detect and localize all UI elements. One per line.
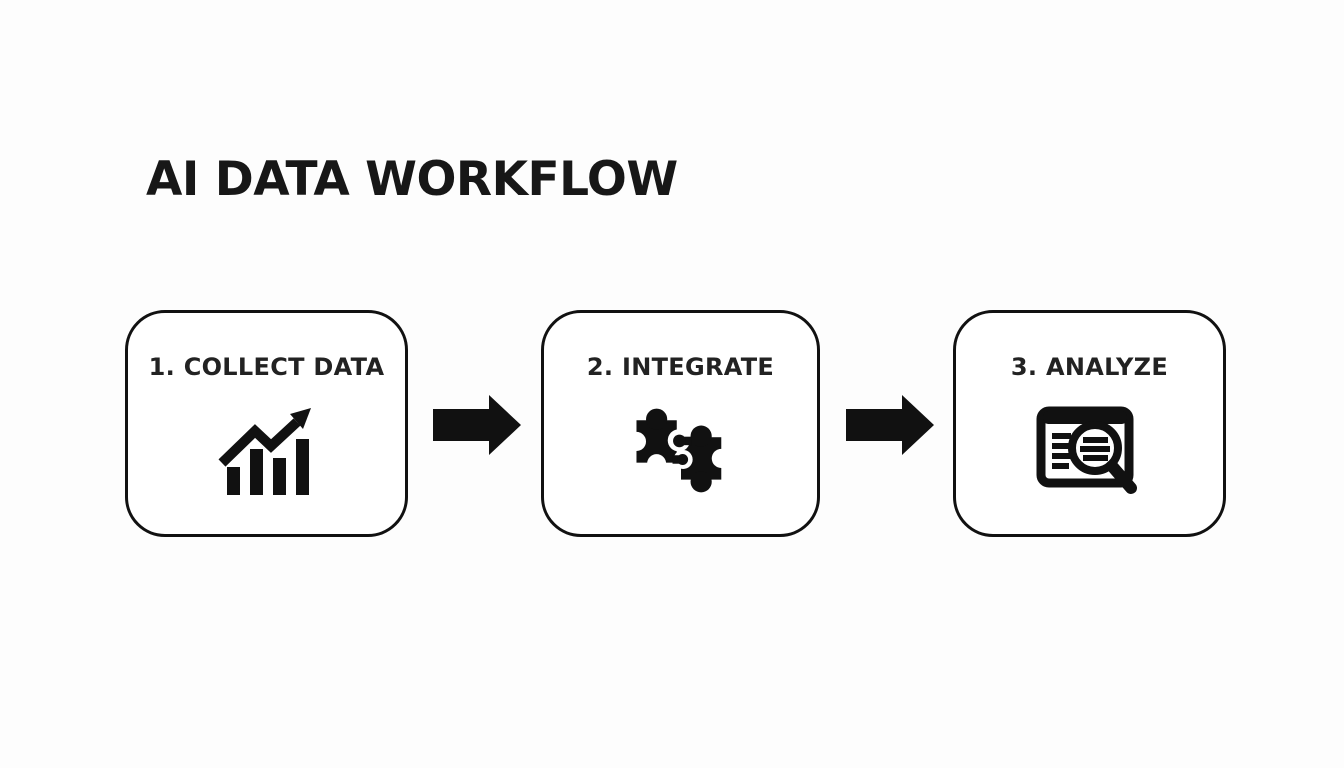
step-label: 2. INTEGRATE [586,353,775,381]
step-card-integrate: 2. INTEGRATE [541,310,820,537]
document-magnifier-icon [1035,381,1145,534]
step-label: 1. COLLECT DATA [148,353,385,381]
step-label: 3. ANALYZE [1010,353,1169,381]
page-title: AI DATA WORKFLOW [146,152,678,207]
step-card-analyze: 3. ANALYZE [953,310,1226,537]
puzzle-pieces-icon [627,381,734,534]
right-arrow-icon [433,395,521,455]
trending-bar-chart-icon [217,381,317,534]
step-card-collect-data: 1. COLLECT DATA [125,310,408,537]
right-arrow-icon [846,395,934,455]
